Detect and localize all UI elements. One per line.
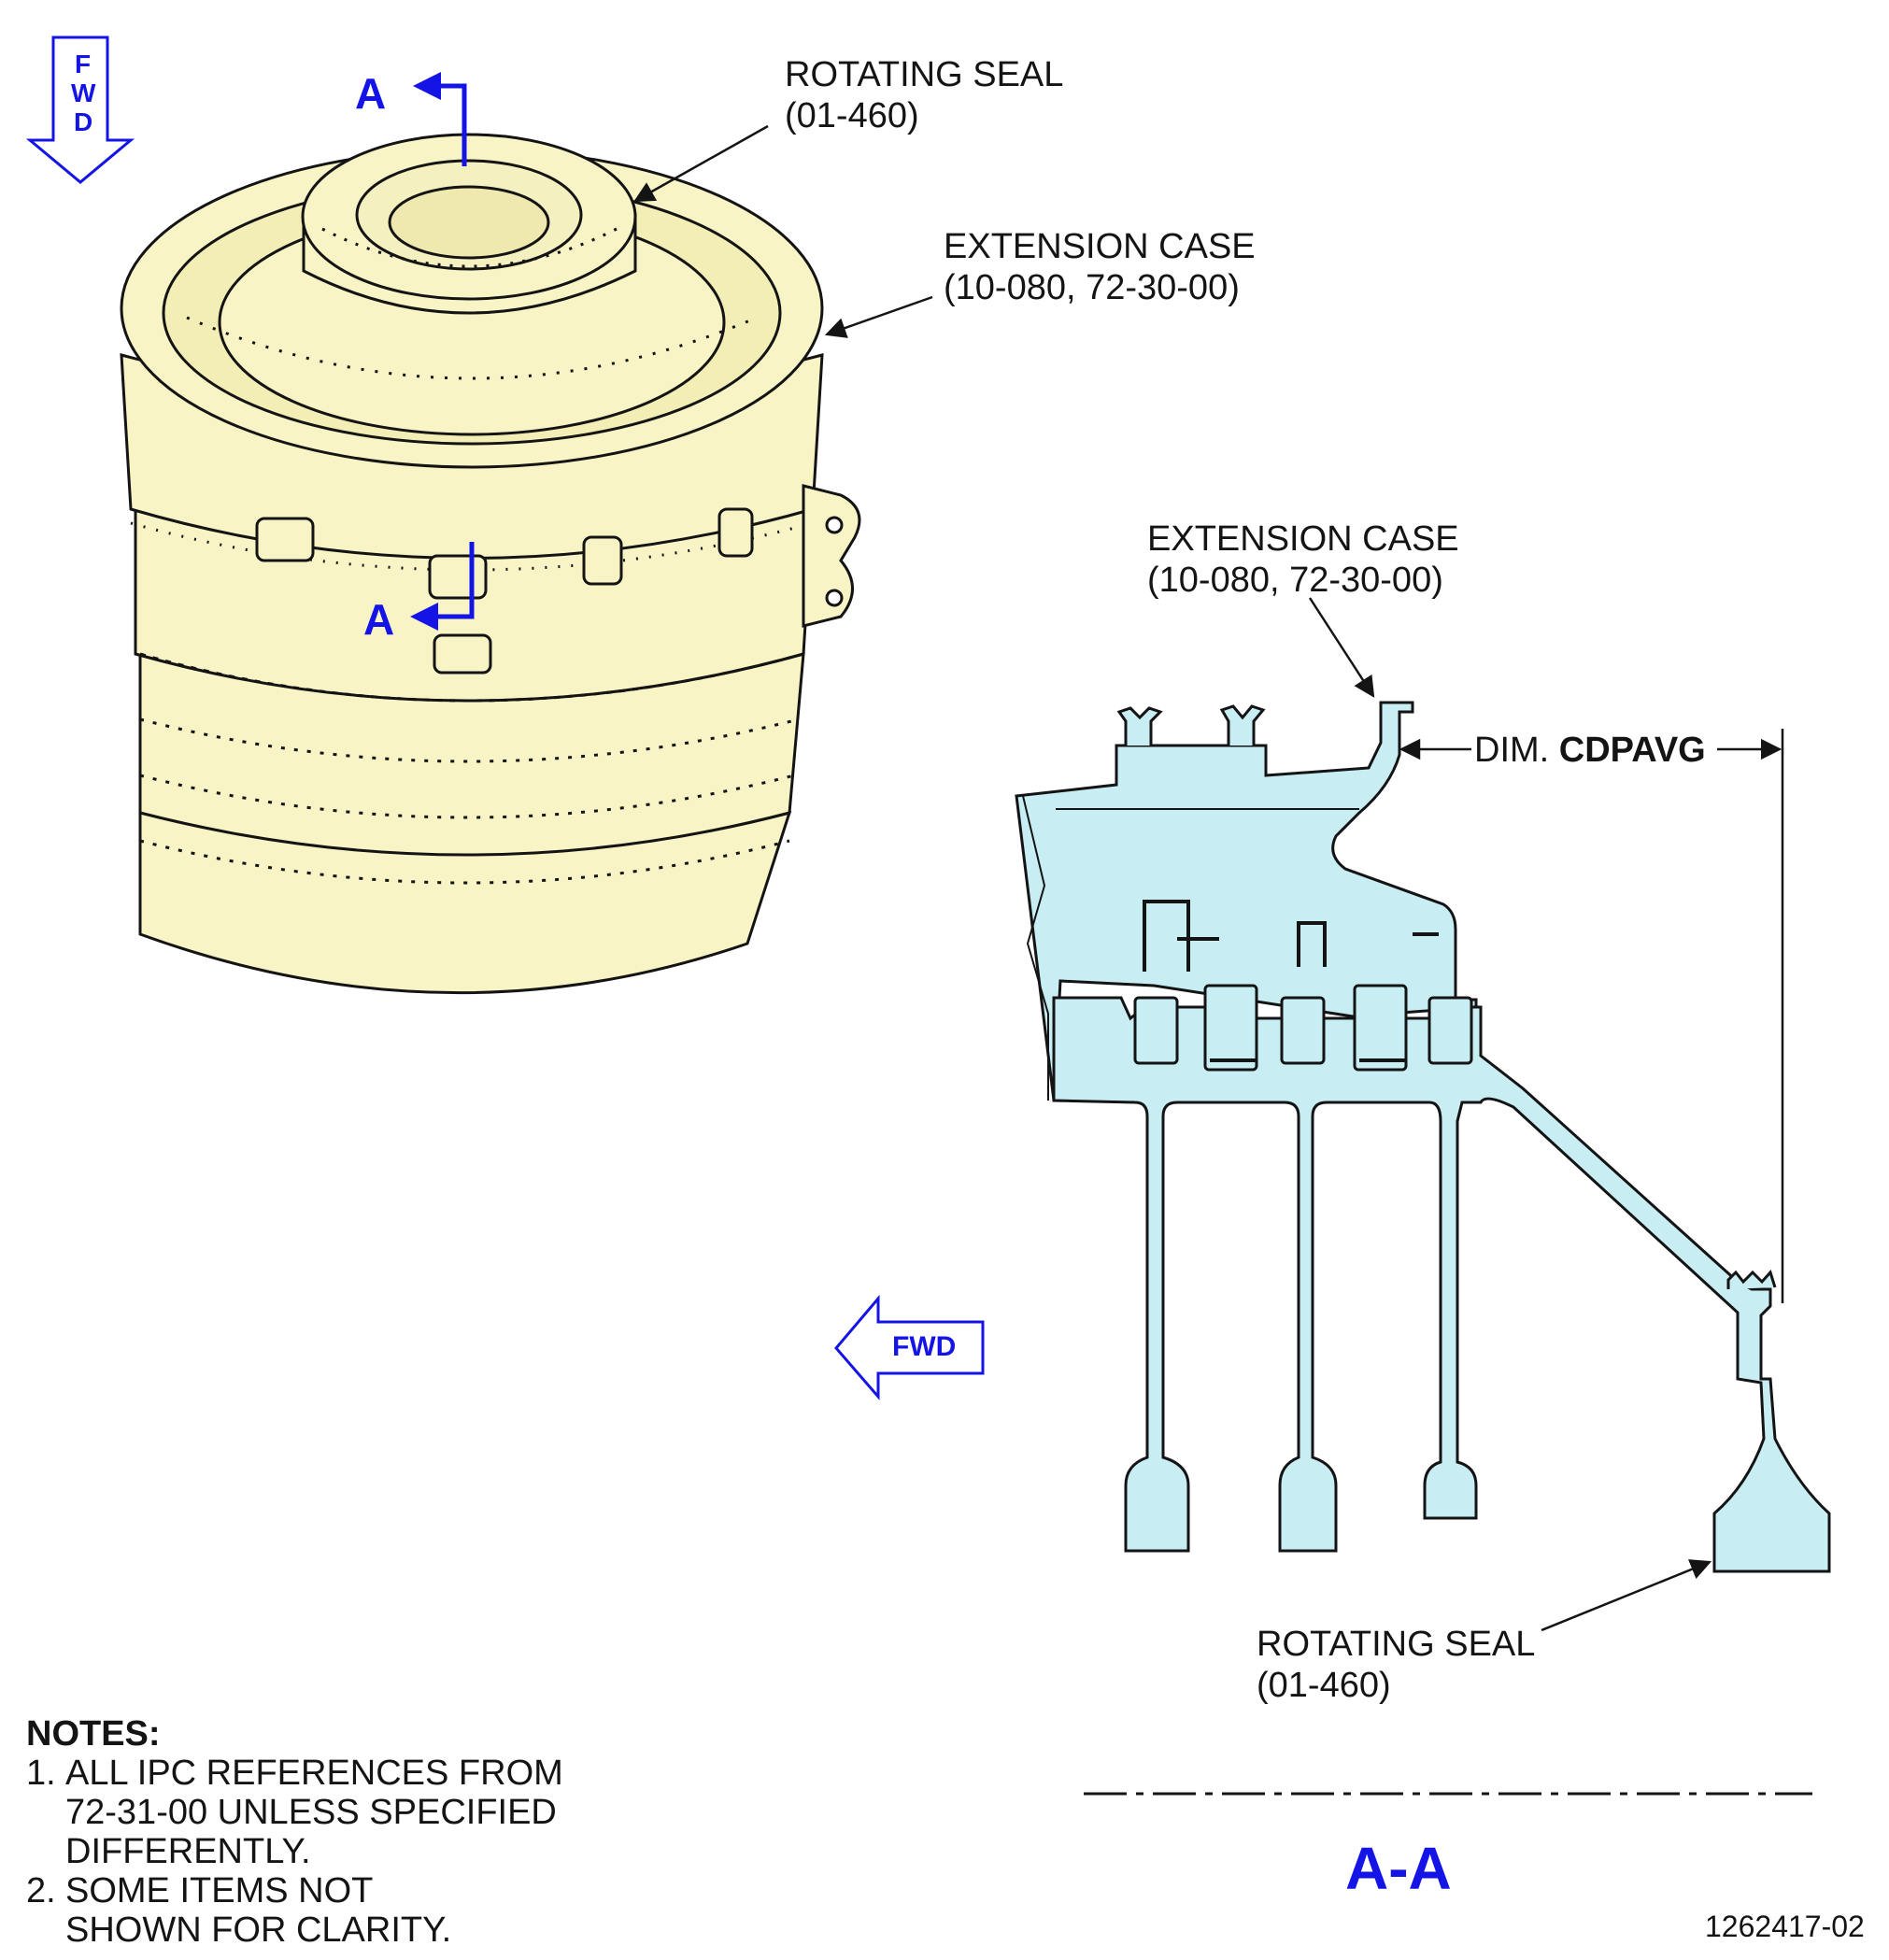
fwd-letter-f: F xyxy=(75,50,92,78)
section-extension-case-ref: (10-080, 72-30-00) xyxy=(1147,561,1443,600)
engine-module-illustration xyxy=(120,133,861,995)
section-hardware xyxy=(1143,900,1439,1062)
note-line: ALL IPC REFERENCES FROM xyxy=(65,1754,563,1793)
dimension-prefix: DIM. xyxy=(1474,731,1550,770)
fwd-letter-d: D xyxy=(74,107,93,136)
bolt-ring-details xyxy=(130,227,814,885)
section-extension-case-label: EXTENSION CASE xyxy=(1147,519,1459,559)
section-title: A-A xyxy=(1345,1835,1452,1902)
note-number: 2. xyxy=(26,1871,56,1910)
note-item-1: 1. ALL IPC REFERENCES FROM 72-31-00 UNLE… xyxy=(26,1754,563,1871)
iso-rotating-seal-ref: (01-460) xyxy=(785,96,919,135)
section-profile xyxy=(1015,701,1831,1573)
fwd-arrow-section xyxy=(834,1294,985,1401)
note-line: SHOWN FOR CLARITY. xyxy=(65,1910,452,1950)
fwd-arrow-iso xyxy=(25,36,135,184)
iso-extension-case-ref: (10-080, 72-30-00) xyxy=(944,268,1240,307)
notes-block: NOTES: 1. ALL IPC REFERENCES FROM 72-31-… xyxy=(26,1714,563,1950)
section-marker-top: A xyxy=(355,69,387,118)
section-rotating-seal-ref: (01-460) xyxy=(1257,1666,1391,1705)
figure-id: 1262417-02 xyxy=(1705,1910,1865,1943)
iso-leaders xyxy=(633,124,933,338)
iso-rotating-seal-label: ROTATING SEAL xyxy=(785,55,1064,94)
section-leaders xyxy=(1308,597,1712,1632)
dimension-cdpavg xyxy=(1399,729,1784,1303)
note-line: DIFFERENTLY. xyxy=(65,1832,311,1871)
section-rotating-seal-label: ROTATING SEAL xyxy=(1257,1625,1536,1664)
note-line: SOME ITEMS NOT xyxy=(65,1871,374,1910)
notes-heading: NOTES: xyxy=(26,1714,161,1754)
note-number: 1. xyxy=(26,1754,56,1793)
fwd-letter-w: W xyxy=(71,78,96,107)
note-item-2: 2. SOME ITEMS NOT SHOWN FOR CLARITY. xyxy=(26,1871,563,1950)
section-fwd-label: FWD xyxy=(892,1331,957,1362)
note-line: 72-31-00 UNLESS SPECIFIED xyxy=(65,1793,557,1832)
dimension-code: CDPAVG xyxy=(1558,731,1706,770)
section-centerlines xyxy=(1022,795,1359,1101)
section-cut-line xyxy=(410,72,475,631)
dimension-label: DIM. CDPAVG xyxy=(1474,730,1706,771)
iso-extension-case-label: EXTENSION CASE xyxy=(944,227,1256,266)
section-marker-bottom: A xyxy=(363,595,395,644)
case-ports xyxy=(255,507,754,675)
